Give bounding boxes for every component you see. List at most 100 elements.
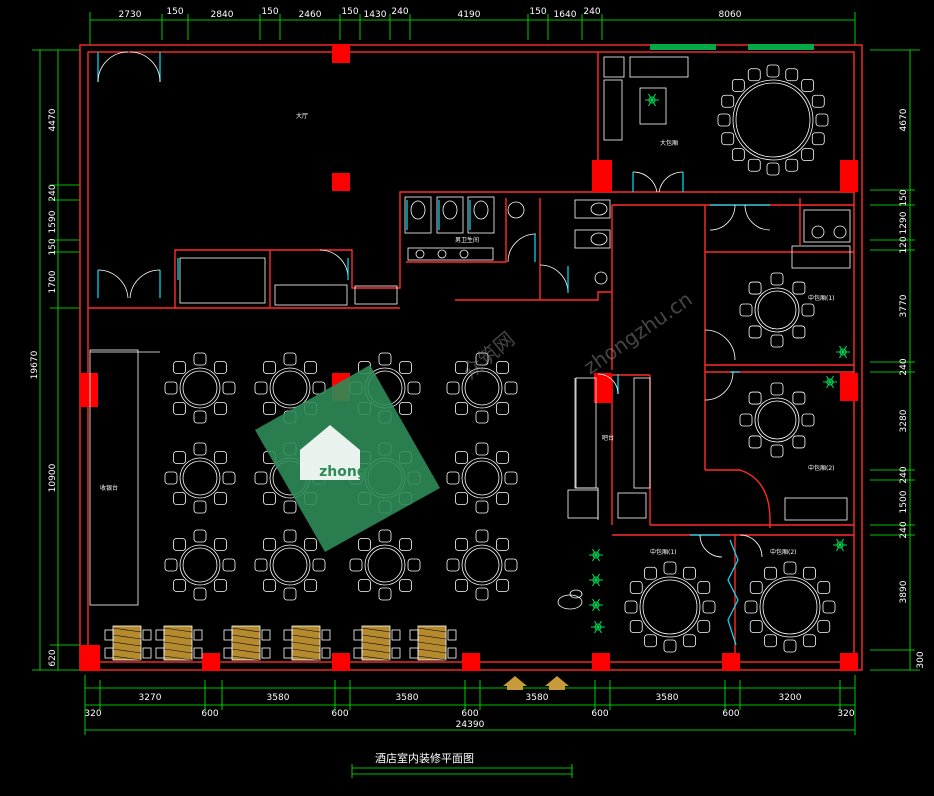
hall-table-1-0 <box>164 442 236 514</box>
dim-bottom-2: 3580 <box>267 693 290 703</box>
top-windows <box>650 44 814 50</box>
dim-right-5: 3770 <box>899 294 909 317</box>
entrance-arrows <box>503 676 569 690</box>
dim-top-6: 150 <box>341 7 358 17</box>
dim-top-2: 150 <box>166 7 183 17</box>
dim-left-2: 240 <box>48 184 58 201</box>
plant-icon-7 <box>833 538 847 552</box>
dim-bottom-10: 600 <box>461 709 478 719</box>
drawing-title: 酒店室内装修平面图 <box>375 751 474 765</box>
watermark-logo-text: zhong <box>319 464 367 480</box>
dim-top-7: 1430 <box>364 10 387 20</box>
booth-4 <box>353 625 401 661</box>
dim-right-4: 120 <box>899 236 909 253</box>
dim-top-3: 2840 <box>211 10 234 20</box>
dim-bottom-8: 600 <box>201 709 218 719</box>
dim-right-10: 240 <box>899 521 909 538</box>
vip-big-table <box>717 64 829 176</box>
label-vip4: 中包厢(2) <box>770 548 797 556</box>
dim-bottom-6: 3200 <box>779 693 802 703</box>
dim-bottom-7: 320 <box>84 709 101 719</box>
dim-right-9: 1500 <box>899 490 909 513</box>
label-hall: 大厅 <box>296 112 308 120</box>
hall-table-2-1 <box>254 529 326 601</box>
plant-icon-4 <box>589 573 603 587</box>
washroom-glass <box>177 200 569 292</box>
top-dimension-labels: 2730 150 2840 150 2460 150 1430 240 4190… <box>119 7 742 20</box>
label-washroom: 男卫生间 <box>455 236 479 244</box>
room-labels: 大包厢 中包厢(1) 中包厢(2) 中包厢(1) 中包厢(2) 大厅 收银台 男… <box>100 112 835 556</box>
hall-table-0-3 <box>446 352 518 424</box>
plant-icon-0 <box>645 93 659 107</box>
dim-top-11: 1640 <box>554 10 577 20</box>
booth-5 <box>409 625 457 661</box>
columns <box>80 44 858 671</box>
sofa-set <box>89 56 851 610</box>
label-bar: 吧台 <box>602 434 614 442</box>
hall-table-2-0 <box>164 529 236 601</box>
dim-top-4: 150 <box>261 7 278 17</box>
plant-icons <box>589 93 850 634</box>
wooden-booths <box>104 625 457 661</box>
dim-bottom-9: 600 <box>331 709 348 719</box>
dim-right-6: 240 <box>899 358 909 375</box>
dim-right-7: 3280 <box>899 409 909 432</box>
dim-right-12: 300 <box>916 651 926 668</box>
dim-left-5: 1700 <box>48 270 58 293</box>
dim-top-10: 150 <box>529 7 546 17</box>
label-big-room: 大包厢 <box>660 139 678 147</box>
dim-right-2: 150 <box>899 189 909 206</box>
doors <box>97 51 771 558</box>
dim-left-1: 4470 <box>48 108 58 131</box>
dim-right-11: 3890 <box>899 580 909 603</box>
dim-top-12: 240 <box>583 7 600 17</box>
dim-top-13: 8060 <box>719 10 742 20</box>
hall-table-2-3 <box>446 529 518 601</box>
booth-2 <box>223 625 271 661</box>
dim-bottom-5: 3580 <box>656 693 679 703</box>
right-dimension-labels: 4670 150 1290 120 3770 240 3280 240 1500… <box>899 108 926 668</box>
booth-0 <box>104 625 152 661</box>
dim-left-3: 1590 <box>48 210 58 233</box>
watermark-site-cn: 众筑网 <box>458 327 519 384</box>
dim-left-total: 19670 <box>30 350 40 379</box>
dim-right-1: 4670 <box>899 108 909 131</box>
dim-left-6: 10900 <box>48 463 58 492</box>
dim-right-3: 1290 <box>899 211 909 234</box>
dim-bottom-12: 600 <box>722 709 739 719</box>
dim-bottom-13: 320 <box>837 709 854 719</box>
dim-bottom-total: 24390 <box>456 720 485 730</box>
vip2-table <box>739 382 815 458</box>
booth-3 <box>283 625 331 661</box>
plant-icon-1 <box>836 345 850 359</box>
dim-bottom-1: 3270 <box>139 693 162 703</box>
left-dimension-labels: 4470 240 1590 150 1700 19670 10900 620 <box>30 108 58 666</box>
dim-top-8: 240 <box>391 7 408 17</box>
hall-table-0-0 <box>164 352 236 424</box>
dim-bottom-3: 3580 <box>396 693 419 703</box>
vip3-table <box>624 561 716 653</box>
dim-left-7: 620 <box>48 649 58 666</box>
plant-icon-2 <box>823 375 837 389</box>
dim-bottom-4: 3580 <box>526 693 549 703</box>
dim-right-8: 240 <box>899 466 909 483</box>
label-vip1: 中包厢(1) <box>808 294 835 302</box>
washroom-fixtures <box>179 196 851 306</box>
dim-top-5: 2460 <box>299 10 322 20</box>
dimension-lines <box>32 12 920 778</box>
dim-left-4: 150 <box>48 238 58 255</box>
hall-table-2-2 <box>349 529 421 601</box>
bottom-dimension-labels: 3270 3580 3580 3580 3580 3200 320 600 60… <box>84 693 854 730</box>
dim-top-9: 4190 <box>458 10 481 20</box>
label-vip3: 中包厢(1) <box>650 548 677 556</box>
hall-table-1-3 <box>446 442 518 514</box>
label-cashier: 收银台 <box>100 484 118 492</box>
plant-icon-3 <box>589 548 603 562</box>
vip1-table <box>739 272 815 348</box>
booth-1 <box>155 625 203 661</box>
vip4-table <box>744 561 836 653</box>
dim-bottom-11: 600 <box>591 709 608 719</box>
plant-icon-6 <box>591 620 605 634</box>
plant-icon-5 <box>589 598 603 612</box>
